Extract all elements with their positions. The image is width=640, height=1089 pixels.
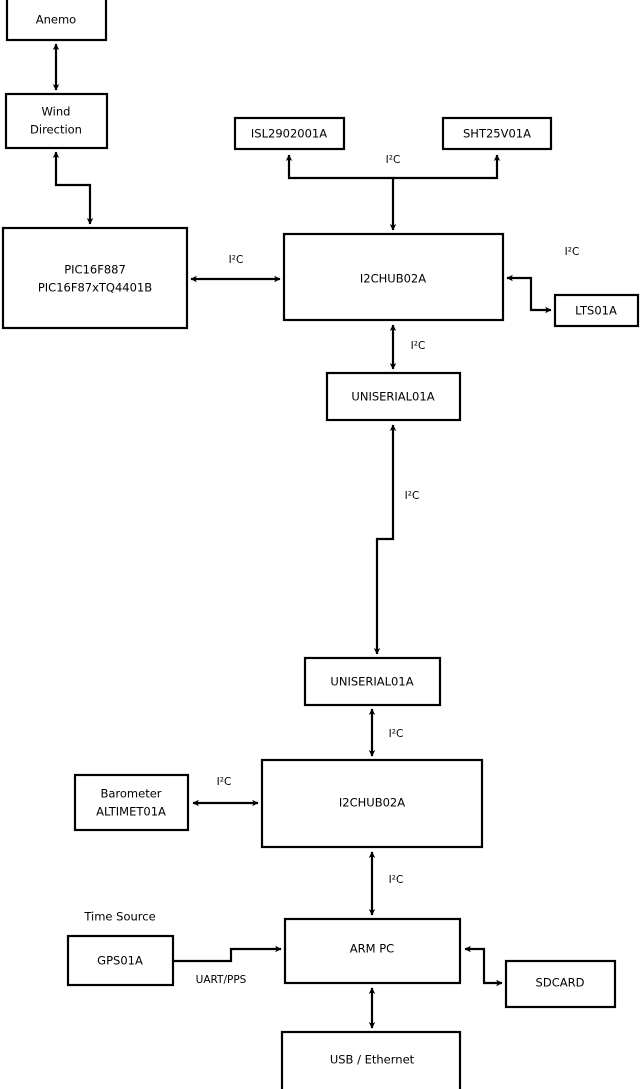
node-label-hub-top: I2CHUB02A xyxy=(360,272,426,286)
node-box-gps[interactable] xyxy=(66,934,175,987)
node-label-usb-ethernet: USB / Ethernet xyxy=(330,1053,415,1067)
node-box-uniserial-top[interactable] xyxy=(325,371,462,422)
node-armpc[interactable]: ARM PC xyxy=(283,917,462,985)
node-label-barometer-line2: ALTIMET01A xyxy=(96,805,166,819)
node-label-pic-line2: PIC16F87xTQ4401B xyxy=(38,281,152,295)
node-hub-top[interactable]: I2CHUB02A xyxy=(282,232,505,322)
node-label-sdcard: SDCARD xyxy=(536,976,585,990)
node-lts[interactable]: LTS01A xyxy=(553,293,640,328)
edge-pic-hubtop: I²C xyxy=(190,254,281,283)
node-box-isl[interactable] xyxy=(233,116,346,151)
edge-wind-pic xyxy=(52,151,94,225)
edge-label-barometer-hubbot: I²C xyxy=(217,776,232,788)
node-label-wind-direction-line2: Direction xyxy=(30,123,82,137)
node-label-hub-bottom: I2CHUB02A xyxy=(339,796,405,810)
node-barometer[interactable]: Barometer ALTIMET01A xyxy=(73,773,190,832)
node-box-usb-ethernet[interactable] xyxy=(280,1030,462,1089)
node-label-pic-line1: PIC16F887 xyxy=(64,263,126,277)
node-uniserial-bottom[interactable]: UNISERIAL01A xyxy=(303,656,442,707)
node-isl[interactable]: ISL2902001A xyxy=(233,116,346,151)
node-label-uniserial-bottom: UNISERIAL01A xyxy=(330,675,413,689)
edge-line-gps-armpc xyxy=(173,945,282,963)
node-label-gps: GPS01A xyxy=(97,954,143,968)
node-label-barometer-line1: Barometer xyxy=(100,787,161,801)
node-box-wind-direction[interactable] xyxy=(4,92,109,150)
node-box-hub-top[interactable] xyxy=(282,232,505,322)
node-label-armpc: ARM PC xyxy=(350,942,394,956)
node-anemo[interactable]: Anemo xyxy=(5,0,108,42)
node-box-pic[interactable] xyxy=(1,226,189,330)
node-sht[interactable]: SHT25V01A xyxy=(441,116,553,151)
edge-hubbot-armpc: I²C xyxy=(368,851,404,916)
node-label-uniserial-top: UNISERIAL01A xyxy=(351,390,434,404)
node-hub-bottom[interactable]: I2CHUB02A xyxy=(260,758,484,849)
edge-hubtop-uniserialtop: I²C xyxy=(389,324,426,370)
node-label-sht: SHT25V01A xyxy=(463,127,531,141)
node-usb-ethernet[interactable]: USB / Ethernet xyxy=(280,1030,462,1089)
edge-hubtop-sensors: I²C xyxy=(285,154,501,231)
node-box-armpc[interactable] xyxy=(283,917,462,985)
node-label-wind-direction-line1: Wind xyxy=(42,105,71,119)
node-box-sht[interactable] xyxy=(441,116,553,151)
node-pic[interactable]: PIC16F887 PIC16F87xTQ4401B xyxy=(1,226,189,330)
edge-gps-armpc: UART/PPS xyxy=(173,945,282,986)
node-label-lts: LTS01A xyxy=(575,304,617,318)
edge-armpc-sdcard xyxy=(464,945,503,987)
node-box-barometer[interactable] xyxy=(73,773,190,832)
node-wind-direction[interactable]: Wind Direction xyxy=(4,92,109,150)
node-box-sdcard[interactable] xyxy=(504,959,617,1009)
edge-label-uniserial-uniserial: I²C xyxy=(405,490,420,502)
edge-line-armpc-sdcard xyxy=(464,945,503,987)
edge-label-hub-uniserial: I²C xyxy=(411,340,426,352)
edge-line-uniserialtop-uniserialbot xyxy=(373,424,397,655)
edge-label-hubbot-armpc: I²C xyxy=(389,874,404,886)
label-time-source: Time Source xyxy=(83,910,155,924)
edge-label-uniserial-hubbot: I²C xyxy=(389,728,404,740)
node-box-anemo[interactable] xyxy=(5,0,108,42)
edge-label-hub-lts: I²C xyxy=(565,246,580,258)
edge-label-sensor-bus: I²C xyxy=(386,154,401,166)
edge-label-gps-armpc: UART/PPS xyxy=(196,974,247,986)
edge-line-hubtop-isl xyxy=(285,154,397,231)
edge-label-pic-hub: I²C xyxy=(229,254,244,266)
node-label-isl: ISL2902001A xyxy=(251,127,327,141)
edge-uniserialtop-uniserialbot: I²C xyxy=(373,424,420,655)
node-box-lts[interactable] xyxy=(553,293,640,328)
edge-hubtop-lts: I²C xyxy=(506,246,580,314)
node-box-uniserial-bottom[interactable] xyxy=(303,656,442,707)
edge-uniserialbot-hubbot: I²C xyxy=(368,708,404,757)
edge-line-hubtop-sht xyxy=(393,154,501,180)
node-label-anemo: Anemo xyxy=(36,13,76,27)
node-box-hub-bottom[interactable] xyxy=(260,758,484,849)
node-sdcard[interactable]: SDCARD xyxy=(504,959,617,1009)
node-uniserial-top[interactable]: UNISERIAL01A xyxy=(325,371,462,422)
node-gps[interactable]: GPS01A xyxy=(66,934,175,987)
edge-barometer-hubbot: I²C xyxy=(192,776,259,807)
edge-line-wind-pic xyxy=(52,151,94,225)
edge-line-hubtop-lts xyxy=(506,274,552,314)
